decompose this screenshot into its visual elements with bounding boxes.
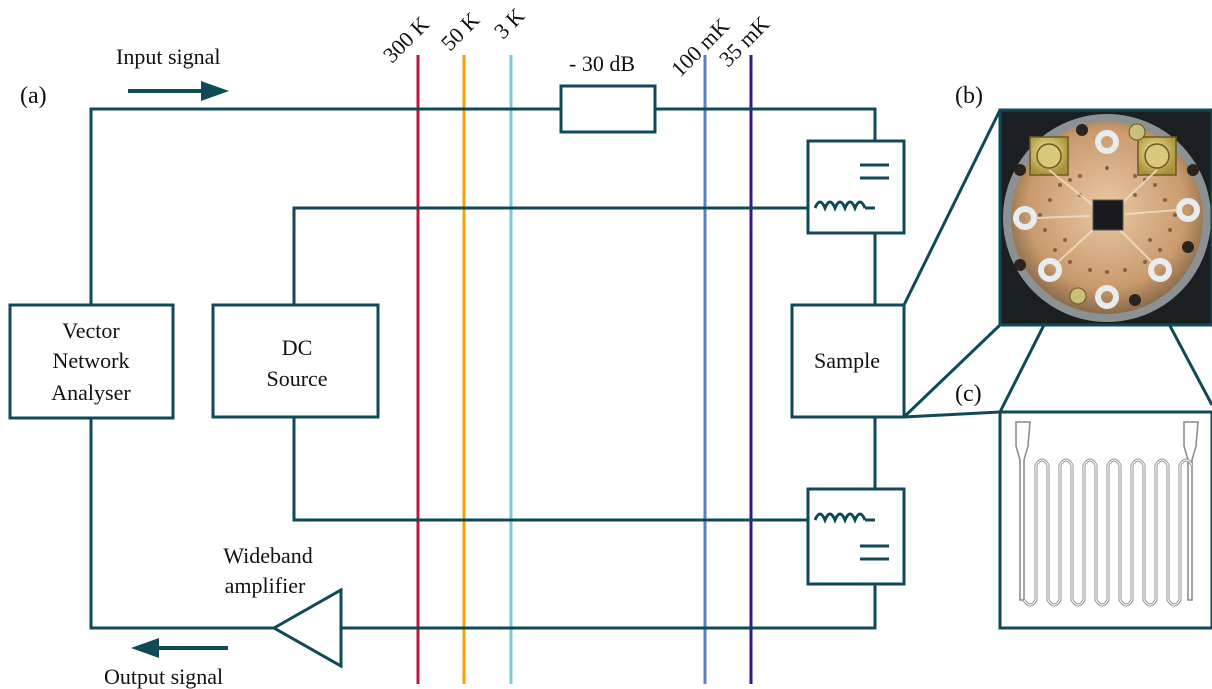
input-signal-label: Input signal [116,44,221,69]
panel-label-a: (a) [20,83,47,109]
output-arrow [131,638,228,658]
attenuator-label: - 30 dB [569,51,635,76]
stage-label-50k: 50 K [436,7,484,55]
resonator-frame [998,410,1212,630]
stage-label-300k: 300 K [378,11,434,67]
meander-resonator-image [1000,412,1212,628]
sample-label: Sample [814,348,880,373]
dc-source-label-line2: Source [266,366,327,391]
wiring [89,107,877,630]
stage-label-3k: 3 K [489,3,530,44]
vna-box [8,303,175,420]
amplifier-triangle [270,587,343,669]
vna-label-line1: Vector [62,318,120,343]
output-signal-label: Output signal [104,664,223,689]
vna-label-line3: Analyser [51,380,131,405]
photo-frame [998,108,1212,327]
amplifier-label-line2: amplifier [225,573,306,598]
sample-holder-photo [1000,110,1212,325]
input-arrow [128,81,229,101]
sample-box [790,303,906,419]
dc-source-label-line1: DC [282,335,313,360]
panel-label-b: (b) [955,83,983,109]
bias-tee-top [806,139,906,235]
bias-tee-bottom [806,487,906,586]
attenuator-box [559,84,657,134]
vna-label-line2: Network [53,348,130,373]
dc-source-box [211,303,380,419]
panel-label-c: (c) [955,381,982,407]
amplifier-label-line1: Wideband [223,543,313,568]
